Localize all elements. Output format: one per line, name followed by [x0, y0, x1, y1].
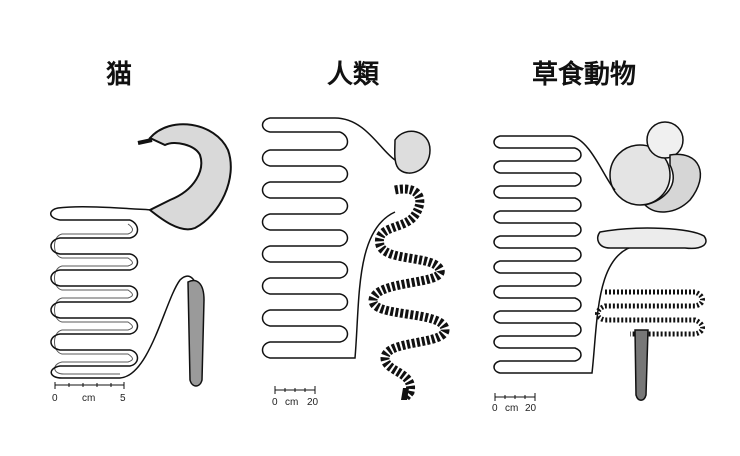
panel-title-cat: 猫	[106, 60, 133, 90]
cat-digestive-tract-drawing: 0 cm 5	[50, 123, 232, 404]
herbivore-rectum-shape	[634, 329, 649, 401]
human-stomach-shape	[393, 130, 431, 174]
herbivore-scale-max: 20	[525, 403, 537, 414]
herbivore-scale-zero: 0	[492, 403, 498, 414]
cat-small-intestine-coil-inner	[54, 223, 133, 375]
herbivore-reticulum-shape	[646, 121, 684, 159]
human-rectum-shape	[401, 388, 409, 400]
herbivore-scale-unit: cm	[505, 403, 518, 414]
herbivore-small-intestine-lead	[493, 135, 616, 191]
herbivore-cecum-shape	[597, 227, 707, 250]
panel-title-herbivore: 草食動物	[532, 60, 637, 90]
panel-human: 人類 0 cm 20	[245, 0, 480, 456]
human-scale-zero: 0	[272, 397, 278, 408]
herbivore-spiral-colon-shape	[595, 289, 705, 337]
cat-scale-max: 5	[120, 393, 126, 404]
cat-esophagus-shape	[137, 138, 153, 145]
human-small-intestine-coil	[261, 131, 396, 359]
human-large-intestine-shape	[368, 184, 450, 401]
herbivore-abomasum-shape	[643, 153, 701, 213]
panel-title-human: 人類	[327, 60, 380, 90]
cat-colon-shape	[187, 279, 205, 387]
human-scale-bar: 0 cm 20	[272, 386, 319, 408]
human-scale-max: 20	[307, 397, 319, 408]
herbivore-small-intestine-coil	[493, 147, 641, 374]
cat-scale-bar: 0 cm 5	[52, 382, 126, 404]
cat-stomach-shape	[148, 123, 232, 231]
cat-small-intestine-coil	[50, 219, 199, 379]
human-digestive-tract-drawing: 0 cm 20	[261, 117, 450, 408]
cat-scale-unit: cm	[82, 393, 95, 404]
human-scale-unit: cm	[285, 397, 298, 408]
herbivore-rumen-shape	[609, 144, 671, 206]
panel-herbivore: 草食動物 0 cm 20	[480, 0, 740, 456]
cat-small-intestine-lead	[50, 205, 153, 221]
herbivore-scale-bar: 0 cm 20	[492, 393, 537, 414]
panel-cat: 猫 0 cm 5	[0, 0, 245, 456]
cat-scale-zero: 0	[52, 393, 58, 404]
herbivore-digestive-tract-drawing: 0 cm 20	[492, 121, 707, 414]
human-small-intestine-lead	[261, 117, 396, 161]
